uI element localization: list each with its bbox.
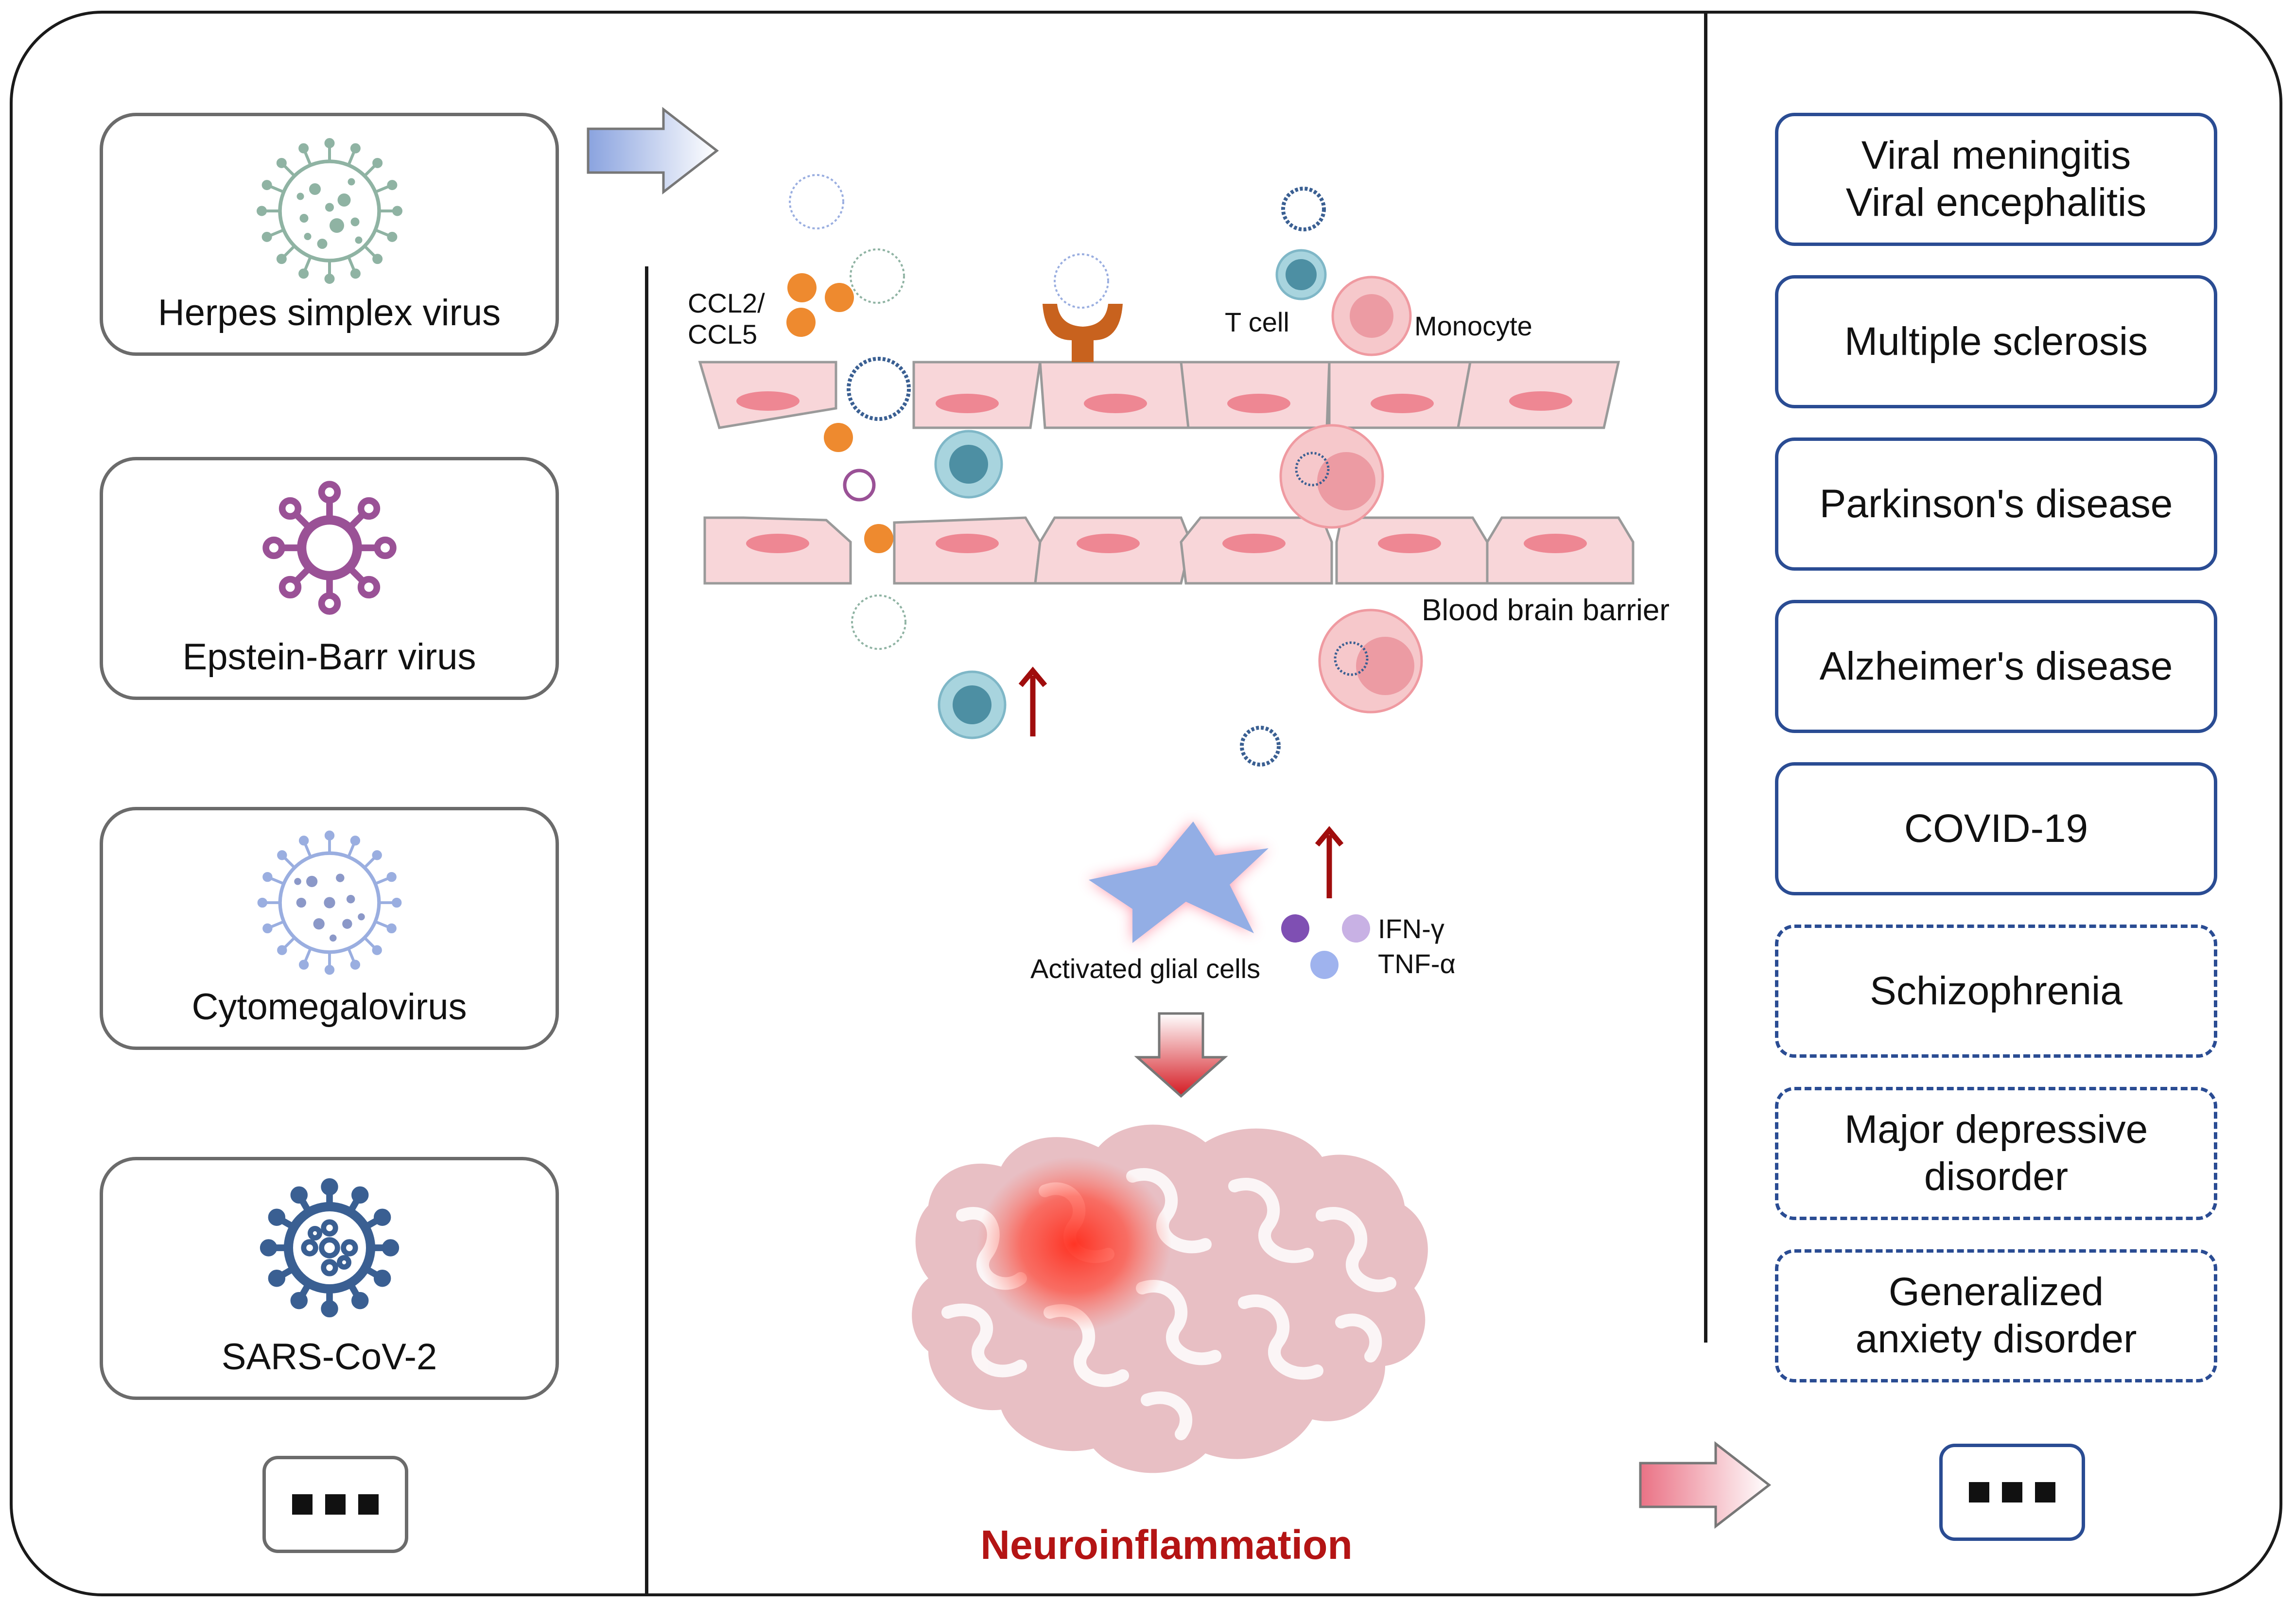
disease-label: COVID-19: [1904, 806, 2088, 851]
small-ebv-virus: [843, 469, 876, 502]
more-viruses-box: [262, 1456, 408, 1553]
arrow-down-red: [1134, 1012, 1228, 1098]
disease-box-ms: Multiple sclerosis: [1775, 275, 2217, 408]
epstein-barr-virus-icon: [262, 481, 397, 615]
virus-label-cmv: Cytomegalovirus: [191, 986, 467, 1028]
t-cell-brain: [938, 670, 1007, 739]
endothelial-row-top: [698, 361, 1620, 429]
virus-box-ebv: Epstein-Barr virus: [100, 457, 559, 700]
glial-label: Activated glial cells: [1030, 953, 1261, 984]
disease-box-parkinsons: Parkinson's disease: [1775, 437, 2217, 571]
disease-box-meningitis: Viral meningitis Viral encephalitis: [1775, 113, 2217, 246]
dot: [325, 1494, 346, 1515]
arrow-right-pink: [1639, 1441, 1772, 1529]
monocyte-brain: [1318, 609, 1423, 714]
dot: [1969, 1482, 1989, 1502]
activated-glial-cell-icon: [1089, 821, 1269, 943]
dot: [358, 1494, 379, 1515]
disease-label: Alzheimer's disease: [1819, 644, 2173, 688]
dot: [2002, 1482, 2022, 1502]
dot: [2035, 1482, 2055, 1502]
receptor-icon: [1043, 304, 1123, 362]
more-diseases-box: [1939, 1444, 2085, 1541]
dot: [292, 1494, 313, 1515]
virus-box-hsv: Herpes simplex virus: [100, 113, 559, 356]
virus-label-ebv: Epstein-Barr virus: [182, 636, 476, 678]
monocyte-icon: [1331, 276, 1412, 356]
divider-left: [645, 266, 648, 1596]
tnf-alpha-label: TNF-α: [1378, 948, 1456, 979]
sars-cov-2-icon: [260, 1178, 399, 1318]
disease-label: Generalized anxiety disorder: [1855, 1270, 2137, 1361]
disease-label: Schizophrenia: [1870, 968, 2122, 1013]
disease-label: Major depressive disorder: [1844, 1107, 2148, 1199]
tnf-alpha-dot: [1310, 951, 1339, 979]
ifn-gamma-dot: [1281, 914, 1309, 943]
disease-box-mdd: Major depressive disorder: [1775, 1087, 2217, 1220]
t-cell-label: T cell: [1225, 307, 1289, 337]
divider-right: [1704, 11, 1707, 1343]
small-sars-virus: [847, 187, 1326, 767]
disease-box-schizophrenia: Schizophrenia: [1775, 925, 2217, 1058]
virus-label-hsv: Herpes simplex virus: [157, 292, 501, 333]
endothelial-row-bottom: [703, 516, 1635, 585]
bbb-label: Blood brain barrier: [1422, 594, 1670, 627]
herpes-virus-icon: [256, 138, 402, 284]
monocyte-vessel: [1279, 424, 1384, 529]
disease-label: Parkinson's disease: [1819, 481, 2173, 526]
figure-frame: [10, 11, 2282, 1596]
disease-box-covid: COVID-19: [1775, 762, 2217, 895]
small-hsv-virus: [850, 248, 906, 650]
ifn-gamma-dot-light: [1342, 914, 1370, 943]
chemokine-dots: [786, 273, 893, 553]
ccl-label: CCL2/ CCL5: [688, 288, 765, 350]
disease-label: Viral meningitis Viral encephalitis: [1845, 133, 2147, 225]
arrow-right-blue: [587, 106, 719, 195]
small-cmv-virus: [789, 174, 1109, 309]
t-cell-icon: [1275, 249, 1327, 300]
red-up-arrow: [1018, 666, 1344, 898]
endothelial-nuclei-top: [736, 391, 1572, 413]
monocyte-label: Monocyte: [1414, 311, 1532, 341]
disease-label: Multiple sclerosis: [1844, 319, 2148, 364]
disease-box-alzheimers: Alzheimer's disease: [1775, 600, 2217, 733]
virus-box-sars: SARS-CoV-2: [100, 1157, 559, 1400]
neuroinflammation-label: Neuroinflammation: [980, 1522, 1353, 1568]
t-cell-vessel: [934, 430, 1003, 499]
ifn-gamma-label: IFN-γ: [1378, 913, 1444, 944]
virus-label-sars: SARS-CoV-2: [221, 1336, 437, 1378]
disease-box-gad: Generalized anxiety disorder: [1775, 1249, 2217, 1382]
brain-icon: [912, 1124, 1428, 1473]
cytomegalovirus-icon: [257, 830, 401, 975]
endothelial-nuclei-bottom: [746, 534, 1587, 553]
virus-box-cmv: Cytomegalovirus: [100, 807, 559, 1050]
